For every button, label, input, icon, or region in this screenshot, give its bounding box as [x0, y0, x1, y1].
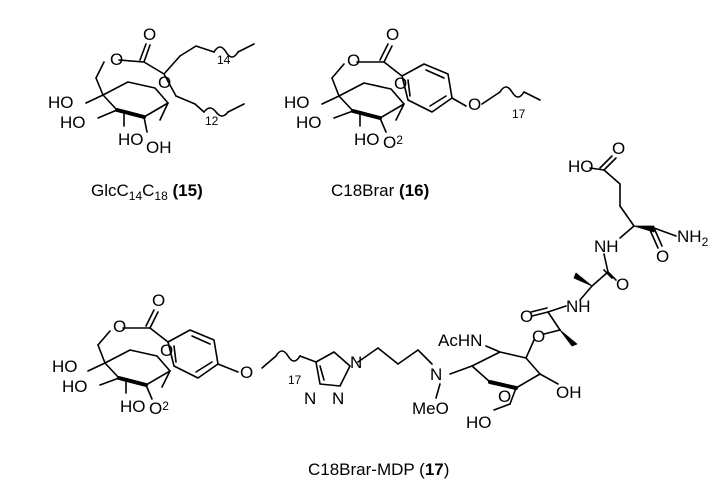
c17-chain-length-17: 17: [288, 373, 302, 387]
c17-triazole-n3: N: [304, 389, 316, 408]
c17-ho6-label: HO: [466, 413, 492, 432]
c15-oh1-label: OH: [146, 138, 172, 157]
c17-amide-oxygen-1: O: [520, 307, 533, 326]
c17-methoxy: MeO: [412, 399, 449, 418]
c17-primary-amide-nh2: NH2: [677, 227, 709, 249]
c17-acid-ho: HO: [568, 157, 594, 176]
c17-amide-oxygen-2: O: [616, 275, 629, 294]
c17-ho3-label: HO: [62, 377, 88, 396]
c15-ho4-label: HO: [48, 93, 74, 112]
c16-ether-oxygen: O: [468, 95, 481, 114]
c17-amine-n: N: [430, 365, 442, 384]
c17-ester-oxygen: O: [113, 317, 126, 336]
c17-muramic-ring-oxygen: O: [498, 387, 511, 406]
c17-carbonyl-oxygen: O: [152, 291, 165, 310]
c15-ho2-label: HO: [118, 130, 144, 149]
c17-acetamido: AcHN: [438, 331, 482, 350]
c15-chain-length-14: 14: [217, 53, 231, 67]
c17-ho2-label: HO: [120, 397, 146, 416]
c17-ring-oxygen: O: [160, 341, 173, 360]
c16-carbonyl-oxygen: O: [386, 25, 399, 44]
compound-15-structure: [85, 43, 255, 133]
c17-acid-oxygen: O: [612, 139, 625, 158]
c17-nh-2: NH: [594, 237, 619, 256]
c16-caption: C18Brar (16): [331, 181, 429, 200]
c15-ring-oxygen: O: [158, 73, 171, 92]
c15-carbonyl-oxygen: O: [143, 25, 156, 44]
c16-chain-length-17: 17: [512, 107, 526, 121]
c17-nh-1: NH: [566, 297, 591, 316]
c17-ether-oxygen: O: [240, 363, 253, 382]
c15-caption: GlcC14C18 (15): [91, 181, 203, 203]
c15-ester-oxygen: O: [110, 50, 123, 69]
compound-16-structure: [321, 43, 541, 133]
c17-lactyl-ether-oxygen: O: [532, 327, 545, 346]
c15-ho3-label: HO: [60, 113, 86, 132]
c16-ring-oxygen: O: [394, 74, 407, 93]
c17-caption: C18Brar-MDP (17): [308, 460, 449, 479]
c15-chain-length-12: 12: [205, 114, 219, 128]
c16-link-oxygen: O2: [383, 133, 403, 152]
c17-amide-oxygen-3: O: [656, 247, 669, 266]
c16-ester-oxygen: O: [347, 51, 360, 70]
c17-triazole-n1: N: [350, 353, 362, 372]
c17-oh-label: OH: [556, 383, 582, 402]
c16-ho3-label: HO: [296, 113, 322, 132]
compound-17-structure: [87, 155, 677, 411]
c17-link-oxygen: O2: [149, 399, 169, 418]
c16-ho4-label: HO: [284, 93, 310, 112]
c17-triazole-n2: N: [332, 389, 344, 408]
c16-ho2-label: HO: [354, 130, 380, 149]
c17-ho4-label: HO: [52, 357, 78, 376]
